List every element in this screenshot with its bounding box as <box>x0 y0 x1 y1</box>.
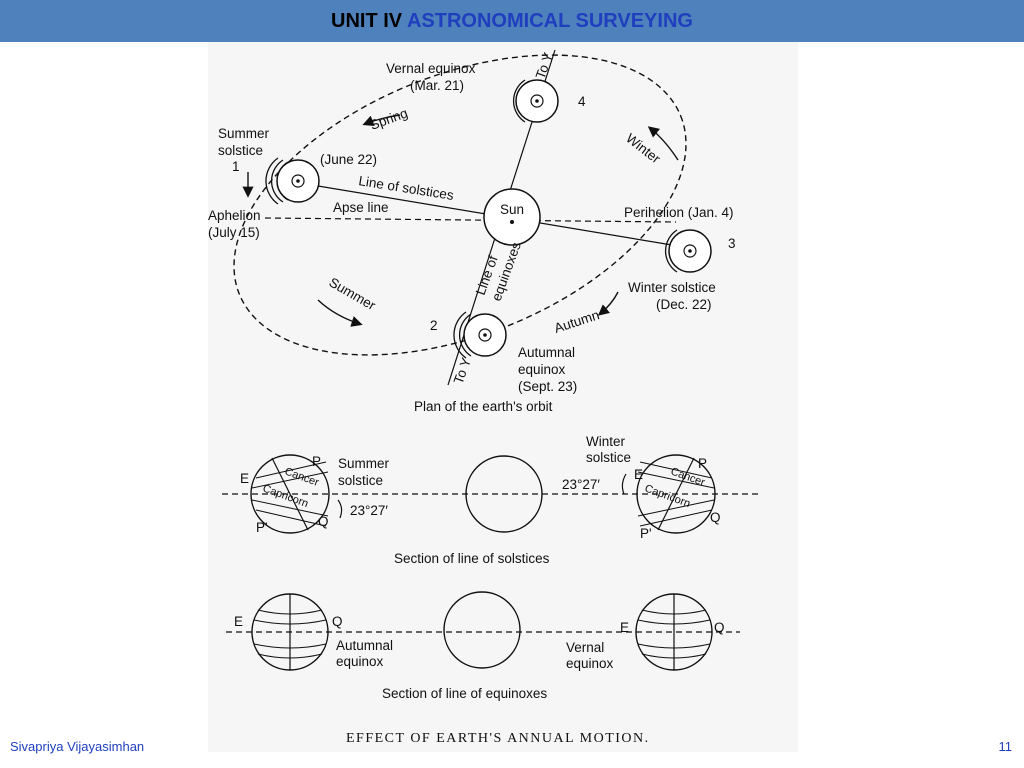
footer-author: Sivapriya Vijayasimhan <box>10 739 145 754</box>
solstices-sun-circle <box>465 455 543 533</box>
arrow-spring <box>362 114 401 127</box>
vernal-equinox-section-label-2: equinox <box>566 656 614 671</box>
aphelion-date-label: (July 15) <box>208 225 260 240</box>
e-right-label: E <box>634 467 643 482</box>
winter-solstice-label: Winter solstice <box>628 280 716 295</box>
e-equinox-left-label: E <box>234 614 243 629</box>
q-equinox-left-label: Q <box>332 614 343 629</box>
aphelion-label: Aphelion <box>208 208 261 223</box>
summer-solstice-section-label-1: Summer <box>338 456 390 471</box>
apse-line <box>264 217 677 223</box>
position-1-label: 1 <box>232 159 240 174</box>
earth-position-3 <box>664 229 712 273</box>
p-prime-right-label: P' <box>640 526 652 541</box>
q-left-label: Q <box>318 514 329 529</box>
autumnal-equinox-label-2: equinox <box>518 362 566 377</box>
winter-label: Winter <box>623 131 663 167</box>
winter-solstice-section-label-1: Winter <box>586 434 626 449</box>
earth-vernal-equinox-section <box>635 593 713 671</box>
vernal-equinox-section-label-1: Vernal <box>566 640 604 655</box>
to-y-bottom-label: To Y <box>451 356 474 386</box>
solstices-section-caption: Section of line of solstices <box>394 551 550 566</box>
equinoxes-section-caption: Section of line of equinoxes <box>382 686 547 701</box>
q-equinox-right-label: Q <box>714 620 725 635</box>
line-of-solstices-label: Line of solstices <box>358 173 455 203</box>
june-date-label: (June 22) <box>320 152 377 167</box>
summer-solstice-label-2: solstice <box>218 143 263 158</box>
sun-label: Sun <box>500 202 524 217</box>
earth-position-1 <box>265 157 320 205</box>
e-left-label: E <box>240 471 249 486</box>
slide-title: UNIT IV ASTRONOMICAL SURVEYING <box>331 10 693 33</box>
perihelion-label: Perihelion (Jan. 4) <box>624 205 734 220</box>
arrow-autumn <box>597 291 619 316</box>
equinoxes-sun-circle <box>443 591 521 669</box>
apse-line-label: Apse line <box>333 200 389 215</box>
position-3-label: 3 <box>728 236 736 251</box>
angle-left-label: 23°27′ <box>350 503 388 518</box>
autumnal-equinox-label-1: Autumnal <box>518 345 575 360</box>
arrow-summer <box>317 299 363 327</box>
angle-arc-left <box>337 499 343 519</box>
position-2-label: 2 <box>430 318 438 333</box>
figure-caption: EFFECT OF EARTH'S ANNUAL MOTION. <box>346 731 650 746</box>
capricorn-right-label: Capricorn <box>643 483 692 511</box>
earth-position-4 <box>512 79 559 123</box>
autumnal-equinox-date: (Sept. 23) <box>518 379 577 394</box>
summer-solstice-section-label-2: solstice <box>338 473 383 488</box>
summer-label: Summer <box>327 275 379 314</box>
q-right-label: Q <box>710 510 721 525</box>
earth-orbit-ellipse <box>233 54 687 356</box>
cancer-left-label: Cancer <box>283 466 321 490</box>
p-prime-left-label: P' <box>256 520 268 535</box>
vernal-equinox-date: (Mar. 21) <box>410 78 464 93</box>
position-4-label: 4 <box>578 94 586 109</box>
summer-solstice-label-1: Summer <box>218 126 270 141</box>
arrow-winter <box>647 126 679 161</box>
earth-autumnal-equinox-section <box>251 593 329 671</box>
title-bar: UNIT IV ASTRONOMICAL SURVEYING <box>0 0 1024 42</box>
e-equinox-right-label: E <box>620 620 629 635</box>
capricorn-left-label: Capricorn <box>261 483 310 511</box>
footer-page-number: 11 <box>998 739 1013 754</box>
scanned-figure-background <box>208 42 798 752</box>
p-right-label: P <box>698 456 707 471</box>
angle-arc-right <box>621 473 627 495</box>
title-main: ASTRONOMICAL SURVEYING <box>406 9 693 32</box>
earth-position-2 <box>453 311 507 359</box>
vernal-equinox-label: Vernal equinox <box>386 61 476 76</box>
orbit-plan-caption: Plan of the earth's orbit <box>414 399 553 414</box>
p-left-label: P <box>312 454 321 469</box>
winter-solstice-date: (Dec. 22) <box>656 297 712 312</box>
autumnal-equinox-section-label-2: equinox <box>336 654 384 669</box>
angle-right-label: 23°27′ <box>562 477 600 492</box>
autumn-label: Autumn <box>552 307 601 336</box>
title-prefix: UNIT IV <box>331 9 403 32</box>
autumnal-equinox-section-label-1: Autumnal <box>336 638 393 653</box>
sun-center-dot <box>510 220 514 224</box>
winter-solstice-section-label-2: solstice <box>586 450 631 465</box>
sun-circle <box>483 188 541 246</box>
spring-label: Spring <box>368 105 410 132</box>
